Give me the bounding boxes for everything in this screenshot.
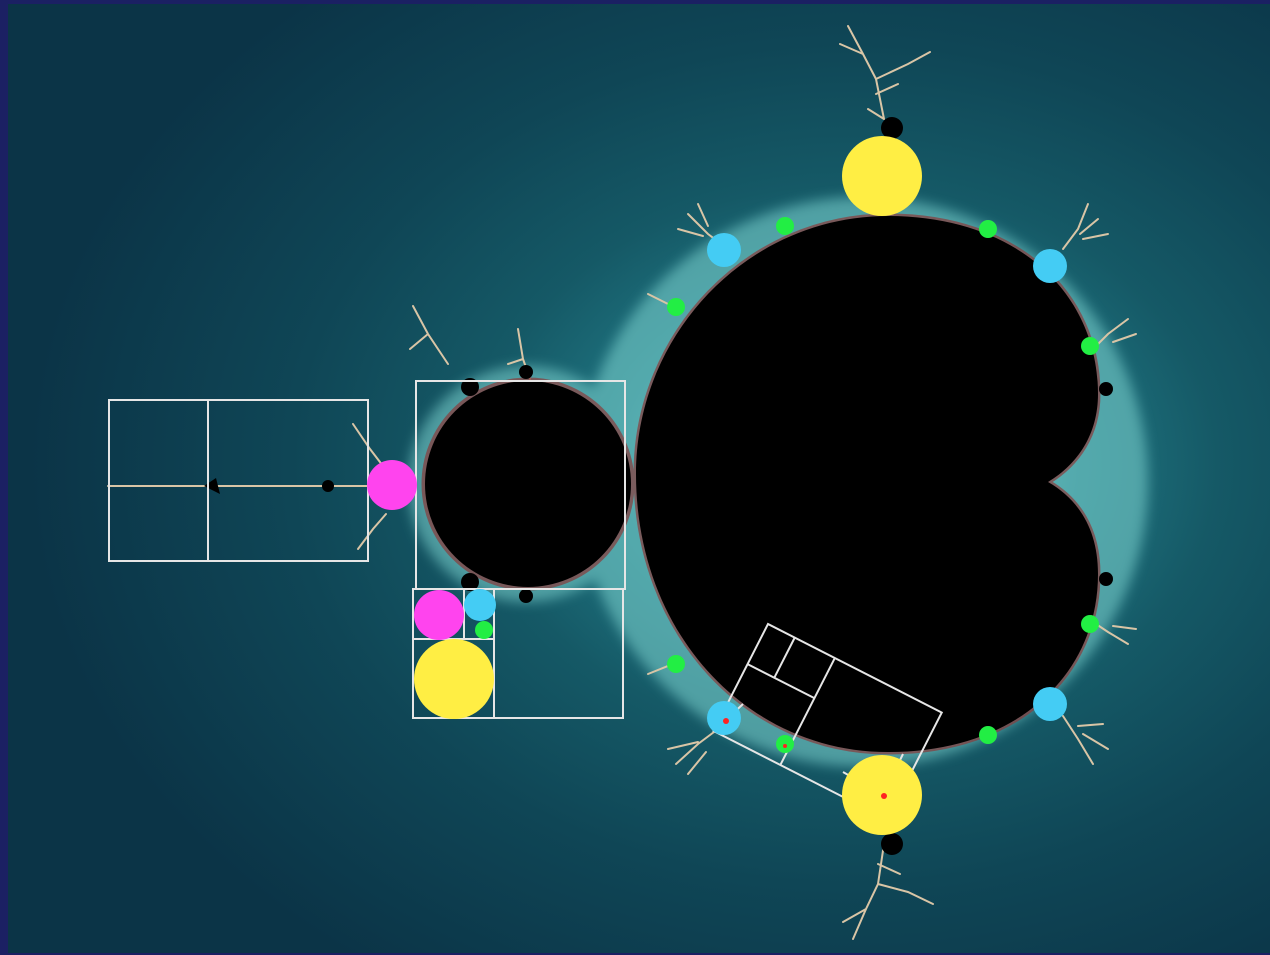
antenna-bottom	[843, 844, 933, 939]
marker-dot	[783, 744, 787, 748]
green-bulb-icon	[667, 298, 685, 316]
green-bulb-icon	[667, 655, 685, 673]
green-bulb-icon	[475, 621, 493, 639]
filament-bl	[668, 729, 718, 774]
mandelbrot-figure	[8, 4, 1270, 953]
cyan-bulb-icon	[1033, 687, 1067, 721]
yellow-bulb-icon	[842, 136, 922, 216]
cyan-bulb-icon	[707, 233, 741, 267]
filament-tr	[1063, 204, 1108, 249]
antenna-top	[840, 26, 930, 119]
marker-dot	[723, 718, 729, 724]
green-bulb-icon	[776, 217, 794, 235]
mandelbrot-canvas	[8, 4, 1270, 953]
period-2-disk	[425, 381, 631, 587]
green-bulb-icon	[1081, 615, 1099, 633]
green-bulb-icon	[1081, 337, 1099, 355]
yellow-bulb-icon	[414, 639, 494, 719]
green-bulb-icon	[979, 220, 997, 238]
cyan-bulb-icon	[707, 701, 741, 735]
cyan-bulb-icon	[1033, 249, 1067, 283]
green-bulb-icon	[979, 726, 997, 744]
magenta-bulb-icon	[367, 460, 417, 510]
magenta-bulb-icon	[414, 590, 464, 640]
marker-dot	[881, 793, 887, 799]
filament-br	[1063, 716, 1108, 764]
cyan-bulb-icon	[464, 589, 496, 621]
